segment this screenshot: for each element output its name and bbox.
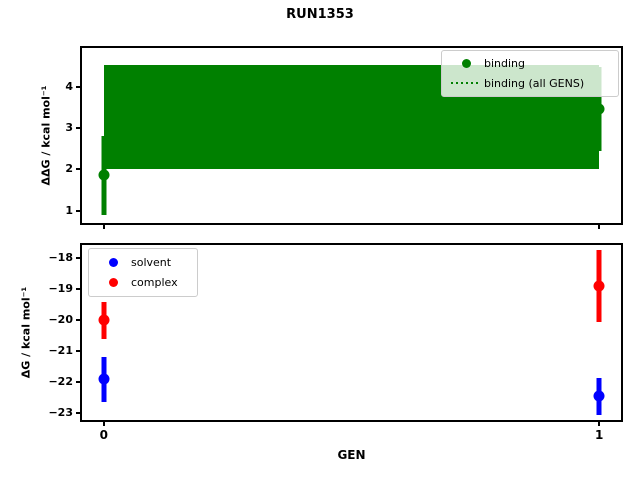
legend-label-solvent: solvent [131, 256, 172, 269]
y-tick [76, 168, 80, 171]
binding-all-gens-dotted-line-icon [448, 82, 484, 85]
data-point-marker [593, 280, 605, 292]
y-tick-label: −18 [48, 251, 73, 265]
y-tick [76, 86, 80, 89]
x-axis-label: GEN [337, 448, 366, 462]
y-tick [76, 288, 80, 291]
legend-label-binding-all-gens: binding (all GENS) [484, 76, 585, 90]
bottom-plot-legend: solvent complex [88, 248, 198, 297]
legend-label-binding: binding [484, 57, 526, 71]
legend-entry-binding-all-gens: binding (all GENS) [448, 74, 612, 94]
legend-entry-binding: binding [448, 54, 612, 74]
y-tick-label: 2 [65, 162, 73, 176]
data-point-marker [98, 314, 110, 326]
y-tick-label: −23 [48, 405, 73, 419]
y-tick [76, 411, 80, 414]
legend-entry-solvent: solvent [95, 253, 191, 273]
data-point-marker [98, 169, 110, 181]
binding-marker-icon [448, 59, 484, 69]
bottom-y-axis-label: ΔG / kcal mol⁻¹ [19, 286, 33, 379]
y-tick-label: 4 [65, 80, 73, 94]
y-tick [76, 380, 80, 383]
y-tick [76, 127, 80, 130]
y-tick [76, 257, 80, 260]
top-plot-legend: binding binding (all GENS) [441, 50, 619, 97]
x-tick-label: 1 [595, 428, 604, 442]
y-tick-label: 3 [65, 121, 73, 135]
x-tick [598, 225, 601, 229]
x-tick [102, 422, 105, 426]
y-tick-label: −21 [48, 344, 73, 358]
y-tick-label: −19 [48, 282, 73, 296]
x-tick-label: 0 [99, 428, 108, 442]
data-point-marker [593, 390, 605, 402]
y-tick [76, 350, 80, 353]
x-tick [102, 225, 105, 229]
legend-label-complex: complex [131, 276, 178, 289]
y-tick-label: −22 [48, 374, 73, 388]
y-tick [76, 209, 80, 212]
solvent-marker-icon [95, 258, 131, 267]
data-point-marker [593, 103, 605, 115]
y-tick-label: −20 [48, 313, 73, 327]
figure-title: RUN1353 [286, 7, 354, 22]
y-tick [76, 319, 80, 322]
legend-entry-complex: complex [95, 273, 191, 293]
data-point-marker [98, 373, 110, 385]
y-tick-label: 1 [65, 203, 73, 217]
complex-marker-icon [95, 278, 131, 287]
x-tick [598, 422, 601, 426]
